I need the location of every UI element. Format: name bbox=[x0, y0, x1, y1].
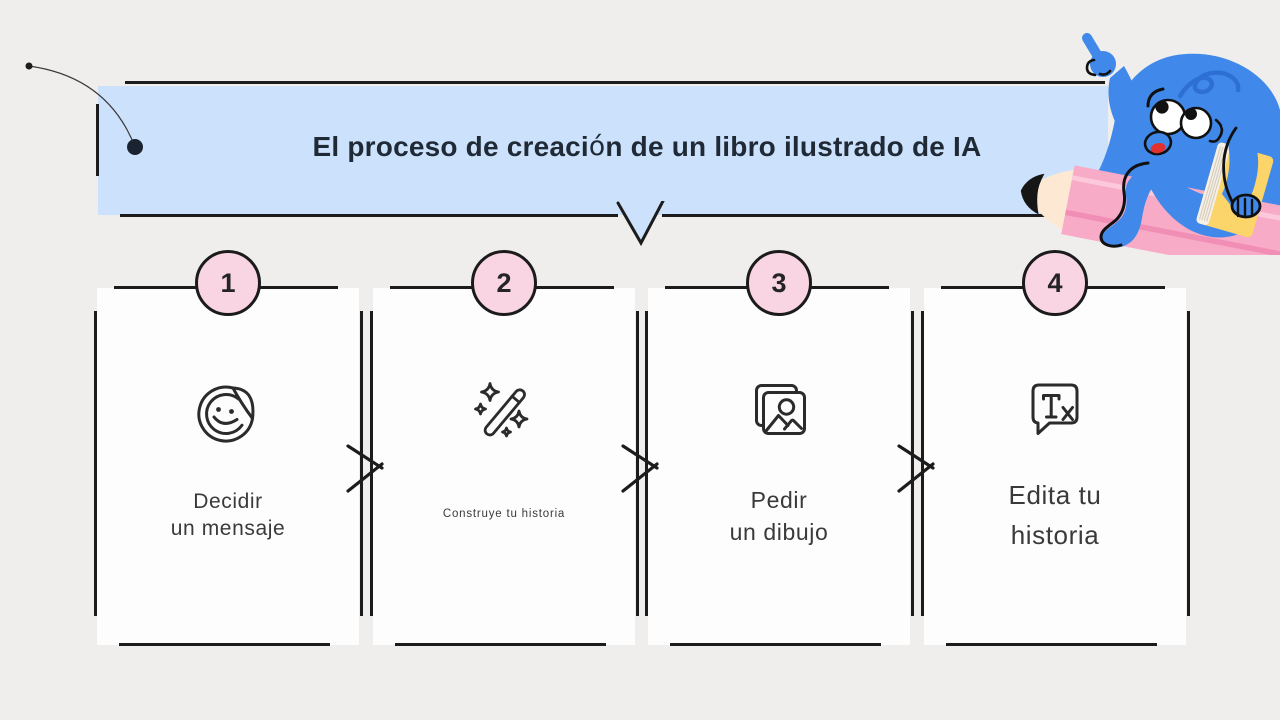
title-text: El proceso de creaci bbox=[312, 130, 589, 162]
card-border-right bbox=[360, 311, 363, 616]
arrow-right-icon bbox=[621, 444, 659, 493]
card-border-right bbox=[636, 311, 639, 616]
step-label: Edita tu historia bbox=[1008, 480, 1102, 551]
step-number-badge: 3 bbox=[746, 250, 812, 316]
banner-top-line bbox=[125, 81, 1105, 84]
hair-squiggle bbox=[1177, 70, 1241, 99]
title-accent-char: ó bbox=[588, 131, 606, 162]
card-border-left bbox=[94, 311, 97, 616]
step-card-3: 3 Pedir un dibujo bbox=[645, 250, 914, 646]
decorative-curve bbox=[25, 62, 143, 155]
step-label: Construye tu historia bbox=[442, 508, 566, 520]
arrow-right-icon bbox=[346, 444, 384, 493]
step-number: 3 bbox=[771, 267, 787, 298]
step-label: Pedir un dibujo bbox=[729, 487, 829, 546]
step-number: 2 bbox=[496, 267, 512, 298]
eyebrow bbox=[1146, 87, 1165, 108]
step-number-badge: 2 bbox=[471, 250, 537, 316]
step-card-2: 2 Construye tu historia bbox=[370, 250, 639, 646]
card-border-bottom bbox=[119, 643, 330, 646]
arm bbox=[1222, 118, 1259, 212]
text-bubble-icon bbox=[1031, 383, 1079, 435]
card-border-bottom bbox=[670, 643, 881, 646]
card-border-bottom bbox=[946, 643, 1157, 646]
step-label: Decidir un mensaje bbox=[170, 490, 286, 541]
pictures-icon bbox=[755, 384, 806, 435]
card-border-bottom bbox=[395, 643, 606, 646]
small-dot bbox=[25, 62, 33, 70]
pencil-tip bbox=[1020, 173, 1045, 215]
banner-bottom-line-right bbox=[662, 214, 1048, 217]
banner-bottom-line-left bbox=[120, 214, 618, 217]
card-border-left bbox=[921, 311, 924, 616]
step-card-4: 4 Edita tu historia bbox=[921, 250, 1190, 646]
banner-left-line bbox=[96, 104, 99, 176]
title-text: n de un libro ilustrado de IA bbox=[605, 130, 982, 162]
card-border-right bbox=[1187, 311, 1190, 616]
step-number: 4 bbox=[1047, 267, 1063, 298]
card-border-left bbox=[370, 311, 373, 616]
arrow-right-icon bbox=[897, 444, 935, 493]
large-dot bbox=[127, 139, 143, 155]
step-number: 1 bbox=[220, 267, 236, 298]
step-card-1: 1 Decidir un mensaje bbox=[94, 250, 363, 646]
banner-notch bbox=[616, 201, 665, 247]
card-border-left bbox=[645, 311, 648, 616]
step-number-badge: 4 bbox=[1022, 250, 1088, 316]
sticker-smile-icon bbox=[197, 385, 255, 443]
mascot-pencil-illustration bbox=[1020, 33, 1280, 255]
card-border-right bbox=[911, 311, 914, 616]
step-number-badge: 1 bbox=[195, 250, 261, 316]
leg bbox=[1102, 170, 1160, 248]
magic-wand-icon bbox=[474, 382, 529, 438]
mouth bbox=[1143, 130, 1173, 156]
